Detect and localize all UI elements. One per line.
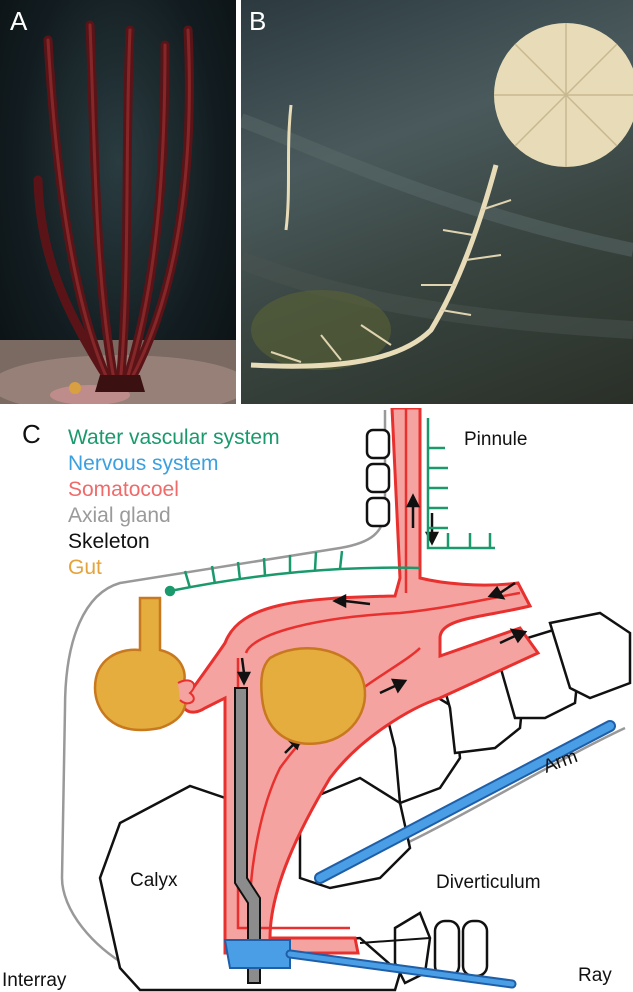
legend-gut: Gut [68,556,102,579]
gut-left [95,598,186,730]
gut-right [261,648,365,744]
pinnule-ossicles [367,430,389,526]
panel-label-c: C [22,419,41,449]
label-ray: Ray [578,965,612,986]
panel-label-b: B [249,6,266,37]
label-diverticulum: Diverticulum [436,872,541,893]
legend-nervous: Nervous system [68,452,219,475]
photo-b-stalked-crinoid: B [241,0,633,404]
label-arm: Arm [541,746,581,778]
photo-a-illustration [0,0,236,404]
photo-b-illustration [241,0,633,404]
legend-somatocoel: Somatocoel [68,478,179,501]
photo-a-red-crinoid: A [0,0,236,404]
label-interray: Interray [2,970,67,991]
crinoid-anatomy-diagram: C Water vascular system Nervous system S… [0,408,633,992]
label-calyx: Calyx [130,870,178,891]
gut-mouth [178,680,194,703]
legend-axial-gland: Axial gland [68,504,171,527]
legend-skeleton: Skeleton [68,530,150,553]
legend-water-vascular: Water vascular system [68,426,280,449]
panel-label-a: A [10,6,27,37]
label-pinnule: Pinnule [464,429,527,450]
